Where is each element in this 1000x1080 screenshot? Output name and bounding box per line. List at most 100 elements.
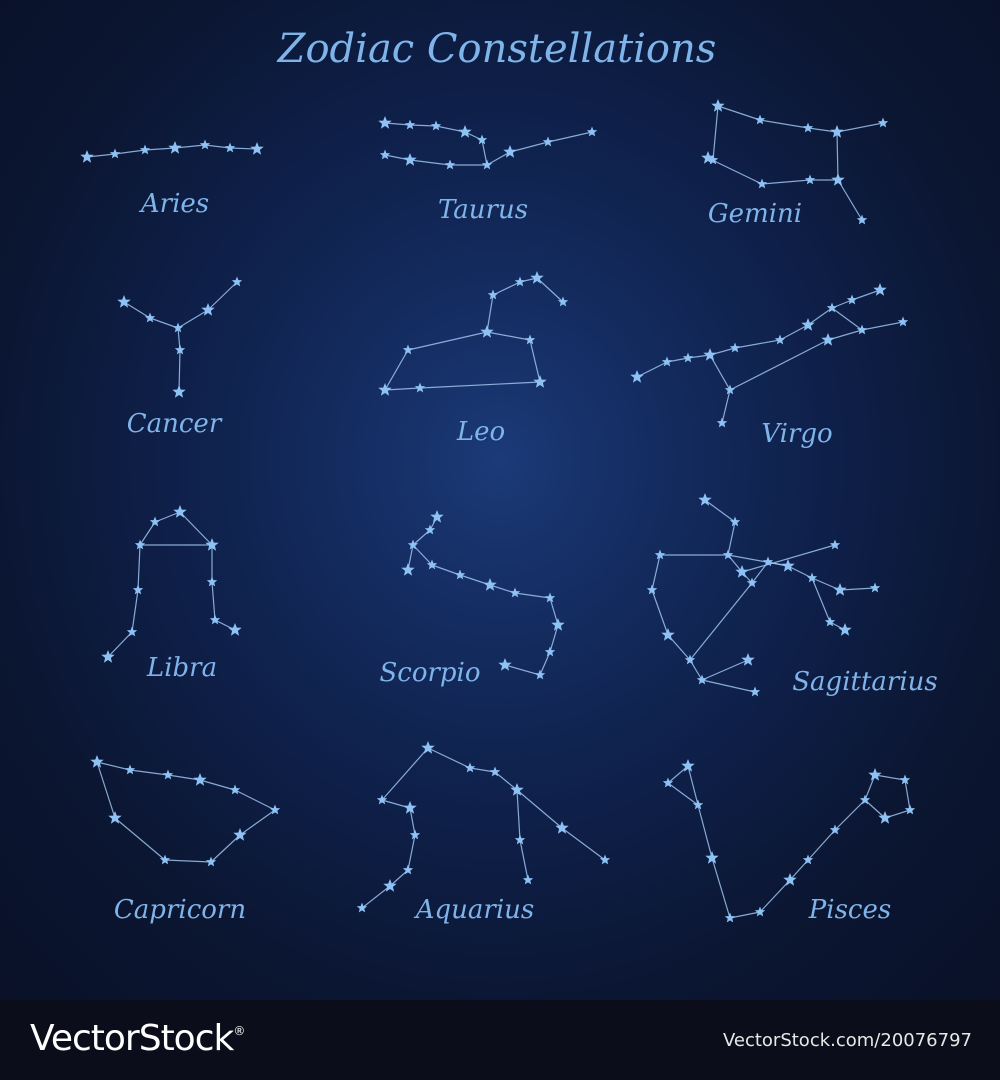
taurus-star-icon — [542, 136, 554, 147]
taurus-star-icon — [404, 119, 416, 130]
scorpio-line — [549, 597, 559, 626]
virgo-star-icon — [724, 384, 736, 395]
taurus-line — [547, 131, 593, 143]
scorpio-star-icon — [544, 646, 556, 657]
taurus-line — [384, 122, 411, 126]
leo-line — [384, 387, 421, 391]
leo-line — [486, 331, 531, 341]
virgo-line — [636, 361, 668, 378]
footer-url: VectorStock.com/20076797 — [722, 1030, 972, 1051]
cancer-star-icon — [117, 295, 131, 308]
aquarius-star-icon — [464, 762, 476, 773]
scorpio-star-icon — [534, 669, 546, 680]
pisces-line — [687, 765, 699, 806]
capricorn-label: Capricorn — [114, 895, 246, 925]
gemini-star-icon — [831, 173, 845, 186]
gemini-line — [807, 127, 838, 133]
gemini-line — [761, 179, 811, 185]
sagittarius-line — [811, 577, 831, 623]
pisces-star-icon — [802, 854, 814, 865]
aquarius-star-icon — [356, 902, 368, 913]
gemini-line — [707, 157, 763, 185]
gemini-star-icon — [701, 151, 715, 164]
sagittarius-line — [787, 565, 813, 579]
sagittarius-line — [727, 521, 736, 556]
pisces-line — [864, 799, 886, 819]
scorpio-line — [412, 529, 431, 546]
leo-line — [407, 331, 488, 351]
aquarius-line — [519, 839, 529, 881]
sagittarius-star-icon — [829, 539, 841, 550]
leo-star-icon — [414, 382, 426, 393]
capricorn-star-icon — [269, 804, 281, 815]
virgo-star-icon — [897, 316, 909, 327]
sagittarius-star-icon — [696, 674, 708, 685]
sagittarius-line — [651, 554, 661, 591]
leo-star-icon — [533, 375, 547, 388]
leo-star-icon — [378, 383, 392, 396]
scorpio-star-icon — [509, 587, 521, 598]
scorpio-label: Scorpio — [379, 658, 480, 688]
virgo-star-icon — [630, 370, 644, 383]
scorpio-line — [514, 592, 551, 599]
virgo-line — [729, 339, 829, 391]
aquarius-star-icon — [383, 879, 397, 892]
taurus-star-icon — [476, 134, 488, 145]
capricorn-line — [96, 761, 131, 771]
aquarius-line — [494, 771, 518, 791]
capricorn-line — [239, 809, 276, 836]
sagittarius-star-icon — [654, 549, 666, 560]
capricorn-line — [164, 859, 212, 863]
gemini-star-icon — [754, 114, 766, 125]
pisces-line — [759, 879, 791, 913]
sagittarius-line — [701, 659, 749, 681]
gemini-star-icon — [711, 99, 725, 112]
aquarius-label: Aquarius — [414, 895, 535, 925]
taurus-star-icon — [403, 153, 417, 166]
capricorn-star-icon — [124, 764, 136, 775]
scorpio-star-icon — [454, 569, 466, 580]
capricorn-line — [114, 817, 166, 861]
gemini-star-icon — [802, 122, 814, 133]
sagittarius-star-icon — [746, 577, 758, 588]
aries-line — [229, 147, 258, 150]
sagittarius-star-icon — [661, 628, 675, 641]
aquarius-line — [361, 885, 391, 909]
sagittarius-star-icon — [869, 582, 881, 593]
libra-line — [131, 589, 139, 633]
leo-line — [536, 277, 564, 303]
sagittarius-line — [839, 587, 876, 591]
pisces-star-icon — [662, 777, 674, 788]
capricorn-line — [167, 774, 201, 781]
capricorn-star-icon — [229, 784, 241, 795]
aquarius-line — [389, 869, 409, 887]
pisces-line — [697, 804, 713, 859]
virgo-star-icon — [873, 283, 887, 296]
virgo-star-icon — [856, 324, 868, 335]
aries-star-icon — [109, 148, 121, 159]
leo-line — [384, 349, 409, 391]
gemini-line — [837, 179, 863, 221]
capricorn-line — [96, 761, 116, 819]
aquarius-line — [409, 807, 416, 836]
virgo-star-icon — [682, 352, 694, 363]
taurus-star-icon — [503, 145, 517, 158]
virgo-star-icon — [846, 294, 858, 305]
sagittarius-star-icon — [729, 516, 741, 527]
aquarius-line — [407, 834, 416, 871]
cancer-star-icon — [172, 322, 184, 333]
sagittarius-label: Sagittarius — [792, 667, 938, 697]
capricorn-star-icon — [233, 828, 247, 841]
capricorn-star-icon — [193, 773, 207, 786]
taurus-line — [409, 124, 437, 127]
taurus-star-icon — [481, 159, 493, 170]
pisces-line — [667, 782, 699, 806]
capricorn-line — [210, 834, 241, 863]
gemini-star-icon — [756, 178, 768, 189]
pisces-star-icon — [692, 799, 704, 810]
libra-star-icon — [134, 539, 146, 550]
libra-star-icon — [149, 516, 161, 527]
scorpio-line — [412, 544, 433, 566]
